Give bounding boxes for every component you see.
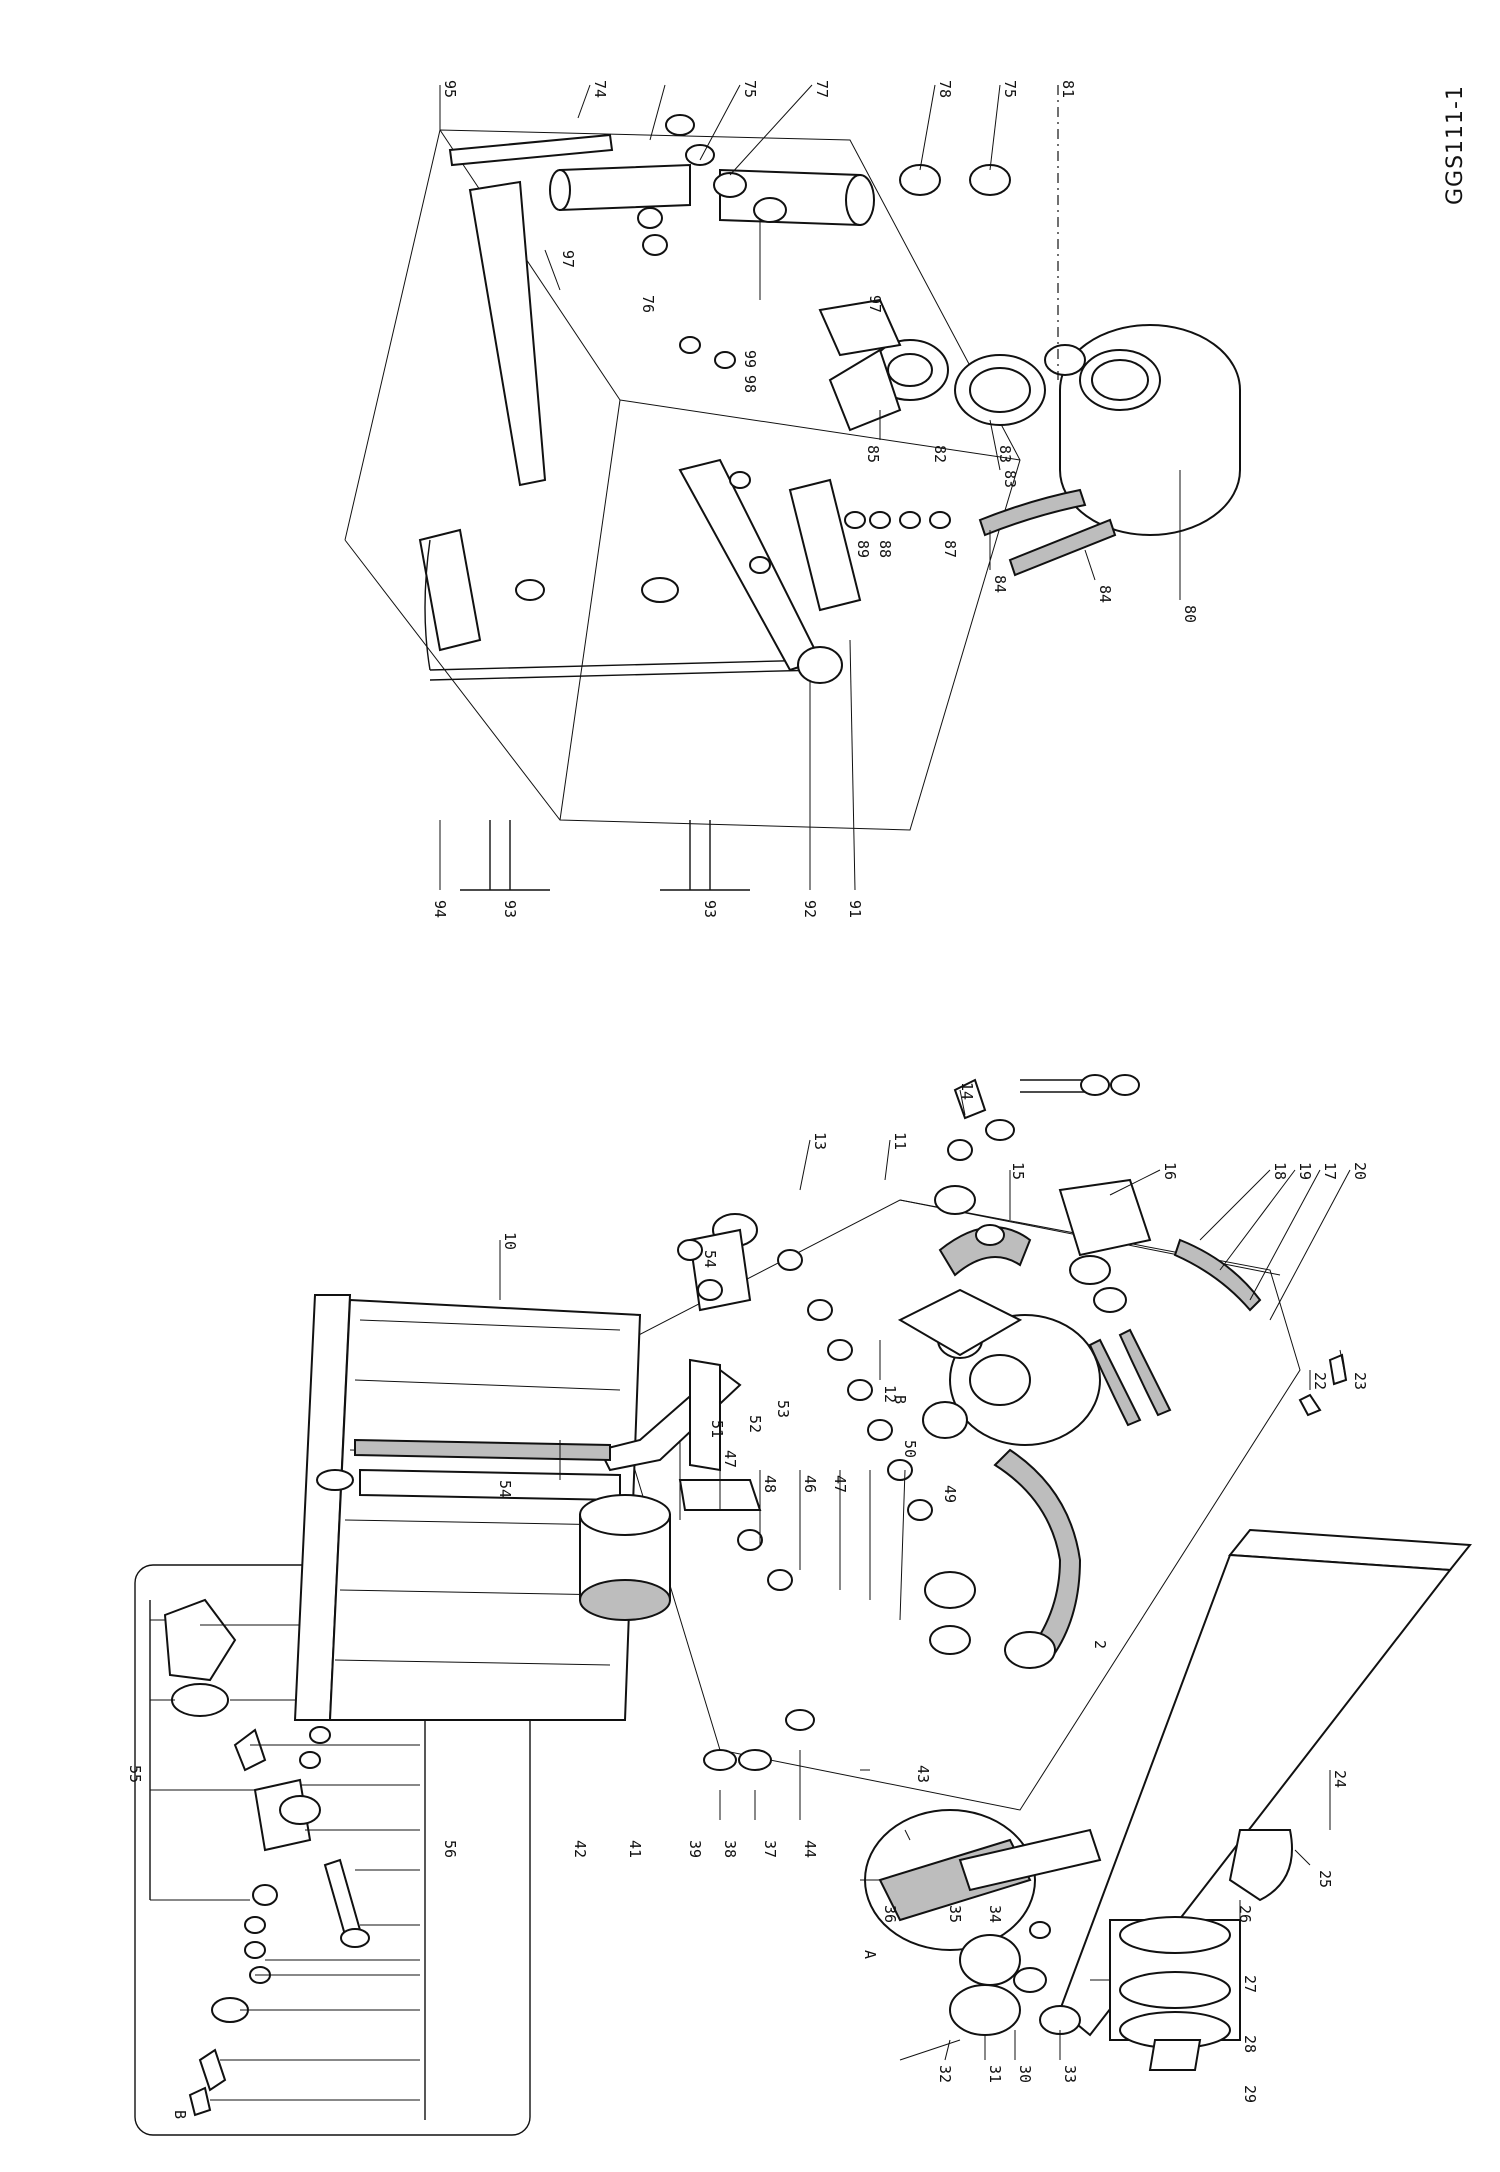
callout-31: 31: [986, 2065, 1004, 2083]
callout-54: 54: [496, 1480, 514, 1498]
callout-85a: 84: [991, 575, 1009, 593]
callout-56: 56: [441, 1840, 459, 1858]
callout-22: 22: [1311, 1372, 1329, 1390]
callout-84: 85: [864, 445, 882, 463]
callout-B-inset: B: [171, 2110, 189, 2119]
callout-24: 24: [1331, 1770, 1349, 1788]
callout-83a: 83: [996, 445, 1014, 463]
callout-32: 32: [936, 2065, 954, 2083]
callout-44: 46: [801, 1475, 819, 1493]
drawing-code: GGS111-1: [1443, 85, 1468, 205]
callout-23: 23: [1351, 1372, 1369, 1390]
callout-91: 92: [801, 900, 819, 918]
callout-34: 34: [986, 1905, 1004, 1923]
callout-83b: 83: [1001, 470, 1019, 488]
callout-13: 13: [811, 1132, 829, 1150]
callout-12: 12: [881, 1385, 899, 1403]
callout-37: 37: [761, 1840, 779, 1858]
callout-17: 17: [1321, 1162, 1339, 1180]
callout-38r: 88: [876, 540, 894, 558]
callout-2: 2: [1091, 1640, 1109, 1649]
callout-47: 48: [761, 1475, 779, 1493]
callout-11: 11: [891, 1132, 909, 1150]
callout-27: 27: [1241, 1975, 1259, 1993]
callout-74: 74: [591, 80, 609, 98]
callout-14: 14: [958, 1082, 976, 1100]
callout-B: B: [891, 1395, 909, 1404]
callout-87: 87: [941, 540, 959, 558]
callout-29: 29: [1241, 2085, 1259, 2103]
callout-51: 52: [746, 1415, 764, 1433]
callout-82: 82: [931, 445, 949, 463]
right-callouts: 95 74 75 77 78 75 81 97 76 97 99 98 85 8…: [431, 80, 1199, 918]
callout-75b: 75: [1001, 80, 1019, 98]
callout-20: 20: [1351, 1162, 1369, 1180]
callout-25: 25: [1316, 1870, 1334, 1888]
callout-35: 35: [946, 1905, 964, 1923]
callout-53: 54: [701, 1250, 719, 1268]
callout-85b: 84: [1096, 585, 1114, 603]
callout-28: 28: [1241, 2035, 1259, 2053]
callout-42: 43: [914, 1765, 932, 1783]
callout-93: 94: [431, 900, 449, 918]
callout-15: 15: [1009, 1162, 1027, 1180]
callout-A: A: [861, 1950, 879, 1959]
callout-52: 53: [774, 1400, 792, 1418]
callout-81: 81: [1059, 80, 1077, 98]
callout-76: 76: [639, 295, 657, 313]
callout-36: 36: [881, 1905, 899, 1923]
callout-97: 98: [741, 375, 759, 393]
callout-89: 89: [854, 540, 872, 558]
tank-assembly: [344, 84, 1241, 891]
callout-30: 30: [1016, 2065, 1034, 2083]
callout-48: 49: [941, 1485, 959, 1503]
callout-50: 51: [708, 1420, 726, 1438]
callout-95b: 97: [866, 295, 884, 313]
callout-39: 39: [686, 1840, 704, 1858]
left-callouts: 10 13 11 14 15 16 18 19 17 20 12 54 53 5…: [496, 1082, 1369, 2103]
callout-46: 47: [721, 1450, 739, 1468]
callout-94: 95: [441, 80, 459, 98]
callout-38: 38: [721, 1840, 739, 1858]
callout-78: 78: [936, 80, 954, 98]
callout-40: 41: [626, 1840, 644, 1858]
callout-19: 19: [1296, 1162, 1314, 1180]
callout-90: 91: [846, 900, 864, 918]
callout-45: 47: [831, 1475, 849, 1493]
callout-41: 42: [571, 1840, 589, 1858]
callout-55: 55: [126, 1765, 144, 1783]
callout-26: 26: [1236, 1905, 1254, 1923]
callout-80: 80: [1181, 605, 1199, 623]
callout-77: 77: [813, 80, 831, 98]
callout-49: 50: [901, 1440, 919, 1458]
callout-75a: 75: [741, 80, 759, 98]
callout-92b: 93: [701, 900, 719, 918]
callout-18: 18: [1271, 1162, 1289, 1180]
callout-43: 44: [801, 1840, 819, 1858]
callout-95a: 97: [559, 250, 577, 268]
burner-assembly: [293, 1074, 1472, 2071]
callout-33: 33: [1061, 2065, 1079, 2083]
callout-98: 99: [741, 350, 759, 368]
callout-10: 10: [501, 1232, 519, 1250]
callout-16: 16: [1161, 1162, 1179, 1180]
callout-92a: 93: [501, 900, 519, 918]
